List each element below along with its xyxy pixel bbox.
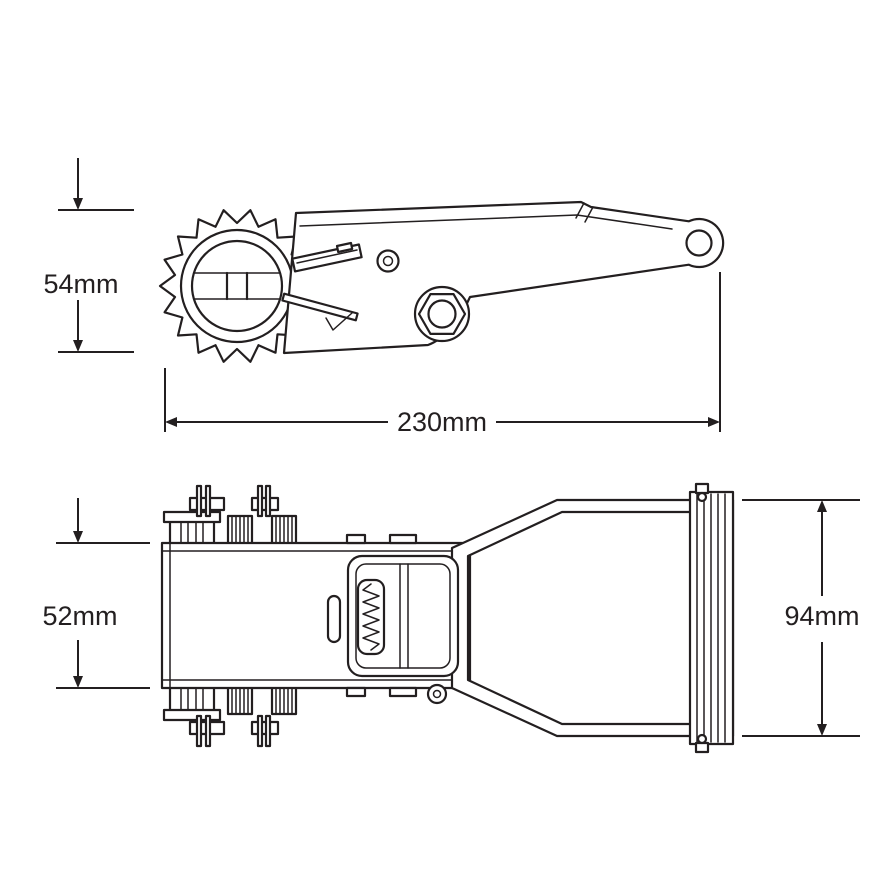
dimension-label-side-height: 54mm — [43, 269, 118, 299]
hex-bolt-icon — [413, 285, 471, 343]
webbing-spindle-end — [190, 239, 284, 333]
handle-bend-lines — [575, 202, 594, 223]
arrowhead — [817, 500, 827, 512]
spindle-slot — [193, 271, 281, 301]
pawl-housing — [326, 554, 460, 705]
rivet-icon — [376, 249, 400, 273]
frame-rivet — [426, 683, 448, 705]
side-view — [158, 200, 725, 363]
dimension-side-length: 230mm — [164, 272, 721, 437]
dimension-plan-body-width: 52mm — [42, 498, 150, 689]
arrowhead — [73, 676, 83, 688]
release-pawl — [291, 241, 363, 273]
dimension-label-side-length: 230mm — [397, 407, 487, 437]
arrowhead — [708, 417, 720, 427]
arrowhead — [165, 417, 177, 427]
arrowhead — [817, 724, 827, 736]
handle-grip — [688, 482, 735, 754]
release-slot — [326, 594, 342, 644]
axle-pins — [188, 484, 280, 748]
dimension-plan-overall-width: 94mm — [742, 499, 860, 737]
dimension-label-plan-body-width: 52mm — [42, 601, 117, 631]
dimension-side-height: 54mm — [43, 158, 134, 353]
handle-end-hole — [685, 229, 713, 257]
arrowhead — [73, 531, 83, 543]
spring-lever — [281, 292, 359, 331]
plan-view — [160, 482, 735, 754]
arrowhead — [73, 340, 83, 352]
spring-icon — [362, 583, 380, 651]
arrowhead — [73, 198, 83, 210]
dimension-label-plan-overall-width: 94mm — [784, 601, 859, 631]
